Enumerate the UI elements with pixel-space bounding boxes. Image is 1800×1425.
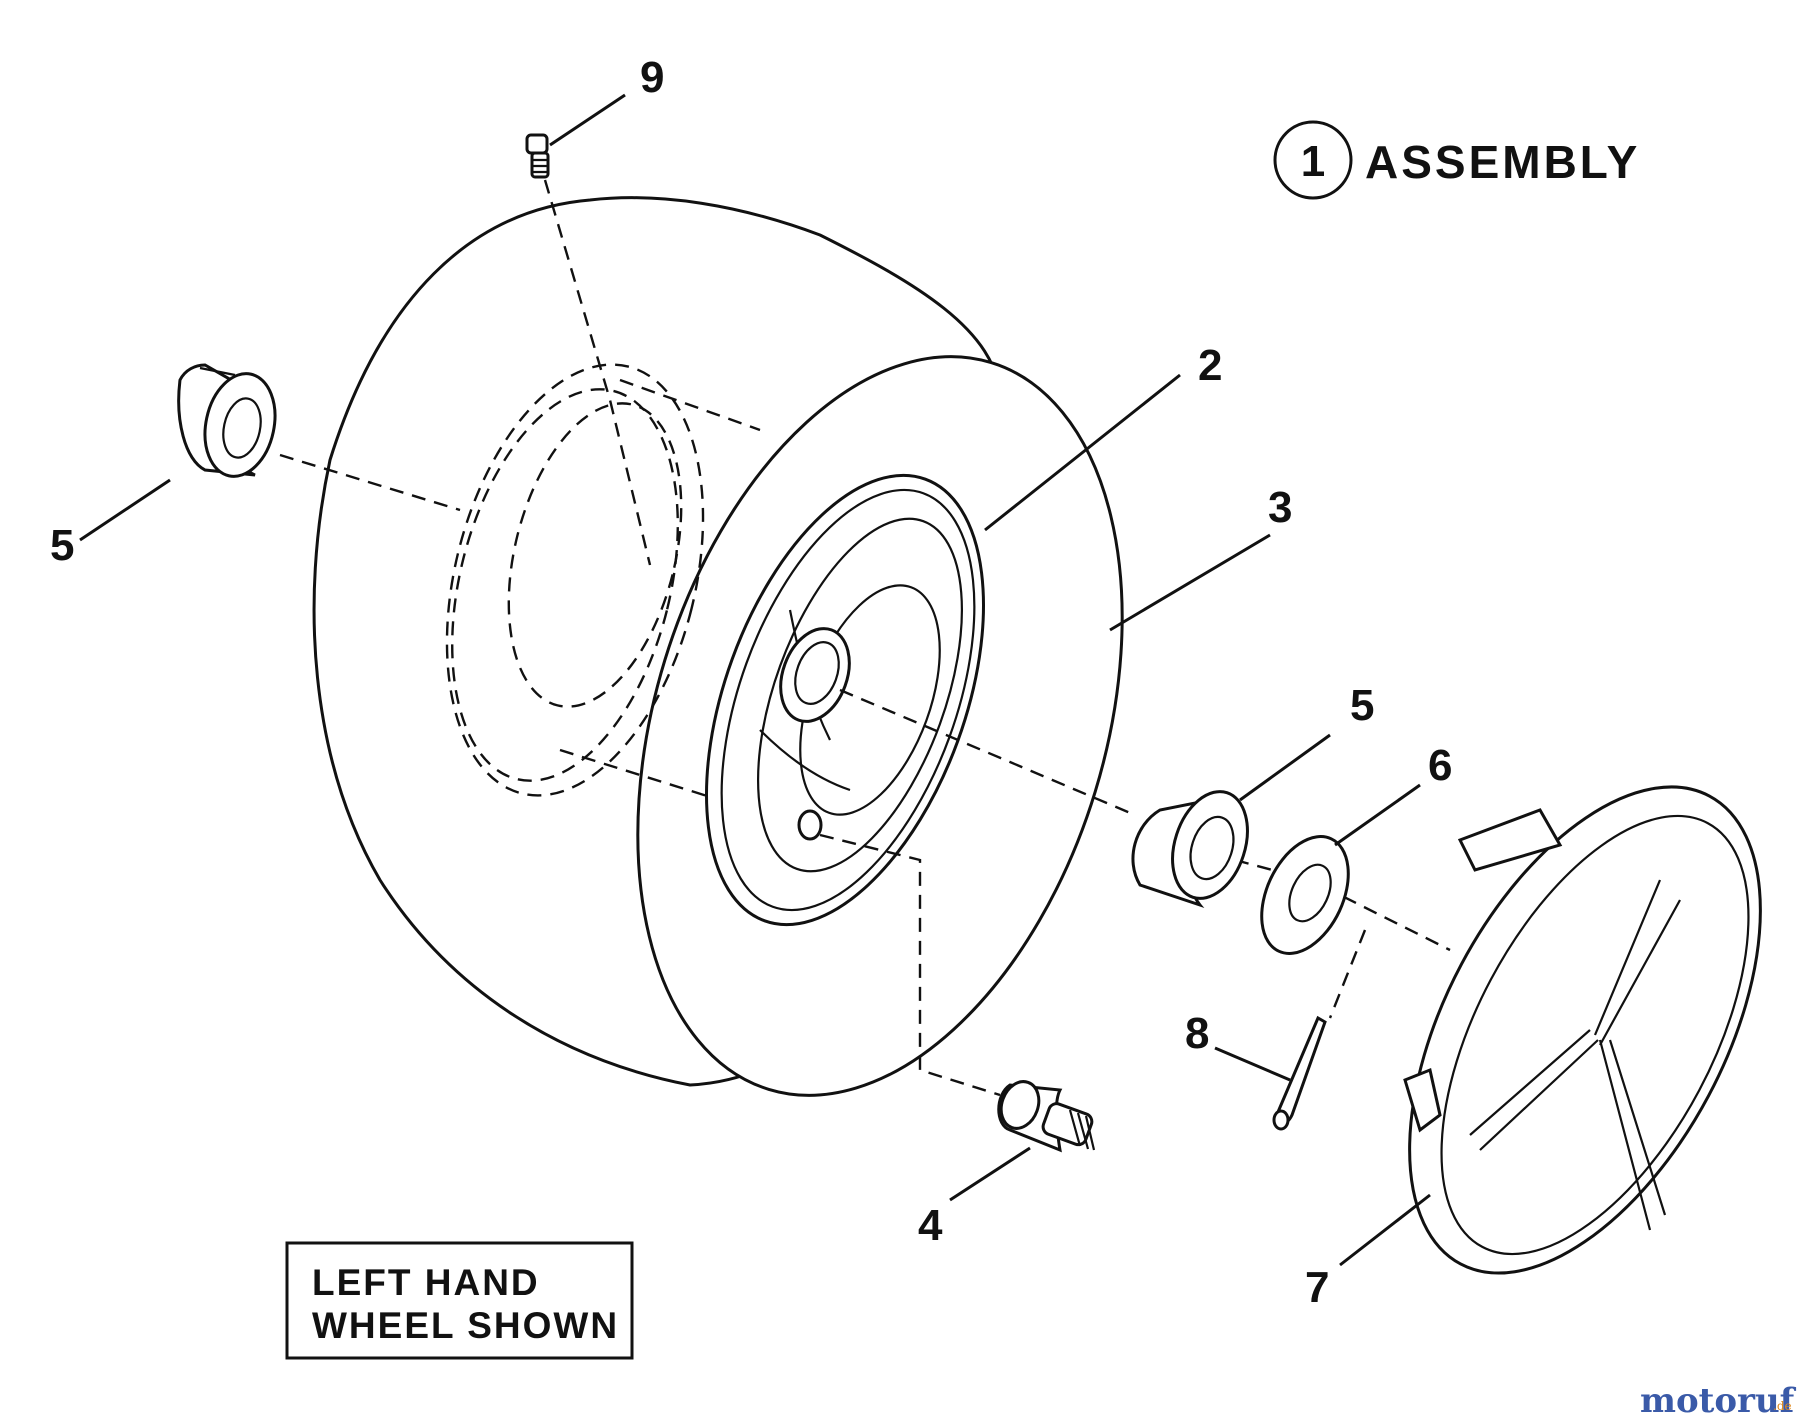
valve-stem (997, 1080, 1096, 1153)
axle-centerline-right (839, 688, 1136, 817)
hub-cap (1403, 785, 1762, 1275)
grease-fitting (525, 133, 550, 179)
watermark-suffix: .de (1773, 1399, 1792, 1413)
watermark: motoruf .de (1640, 1381, 1797, 1421)
grease-fitting-path (543, 179, 652, 566)
bushing-right (1131, 790, 1249, 909)
rim (705, 473, 985, 927)
assembly-title: ASSEMBLY (1365, 136, 1640, 188)
callout-8: 8 (1185, 1009, 1209, 1058)
note-line-2: WHEEL SHOWN (312, 1305, 619, 1346)
callout-6: 6 (1428, 741, 1452, 790)
leader-lines (79, 93, 1431, 1267)
washer (1260, 835, 1350, 955)
watermark-brand: motoruf (1640, 1381, 1797, 1421)
callout-4: 4 (918, 1201, 943, 1250)
callout-3: 3 (1268, 483, 1292, 532)
callout-9: 9 (640, 53, 664, 102)
valve-stem-path (819, 833, 1001, 1097)
axle-centerline (279, 453, 461, 512)
cotter-pin (1272, 1015, 1327, 1131)
callout-5-right: 5 (1350, 681, 1374, 730)
callout-2: 2 (1198, 341, 1222, 390)
note-line-1: LEFT HAND (312, 1262, 540, 1303)
assembly-label: 1 ASSEMBLY (1273, 120, 1640, 200)
assembly-number-circle (1273, 120, 1353, 200)
assembly-number: 1 (1301, 137, 1325, 186)
hidden-rim-outline (445, 363, 761, 802)
note-box: LEFT HAND WHEEL SHOWN (285, 1241, 634, 1360)
cotter-pin-path (1328, 929, 1367, 1019)
callout-5-left: 5 (50, 521, 74, 570)
bushing-left (177, 363, 277, 478)
callout-7: 7 (1305, 1263, 1329, 1312)
